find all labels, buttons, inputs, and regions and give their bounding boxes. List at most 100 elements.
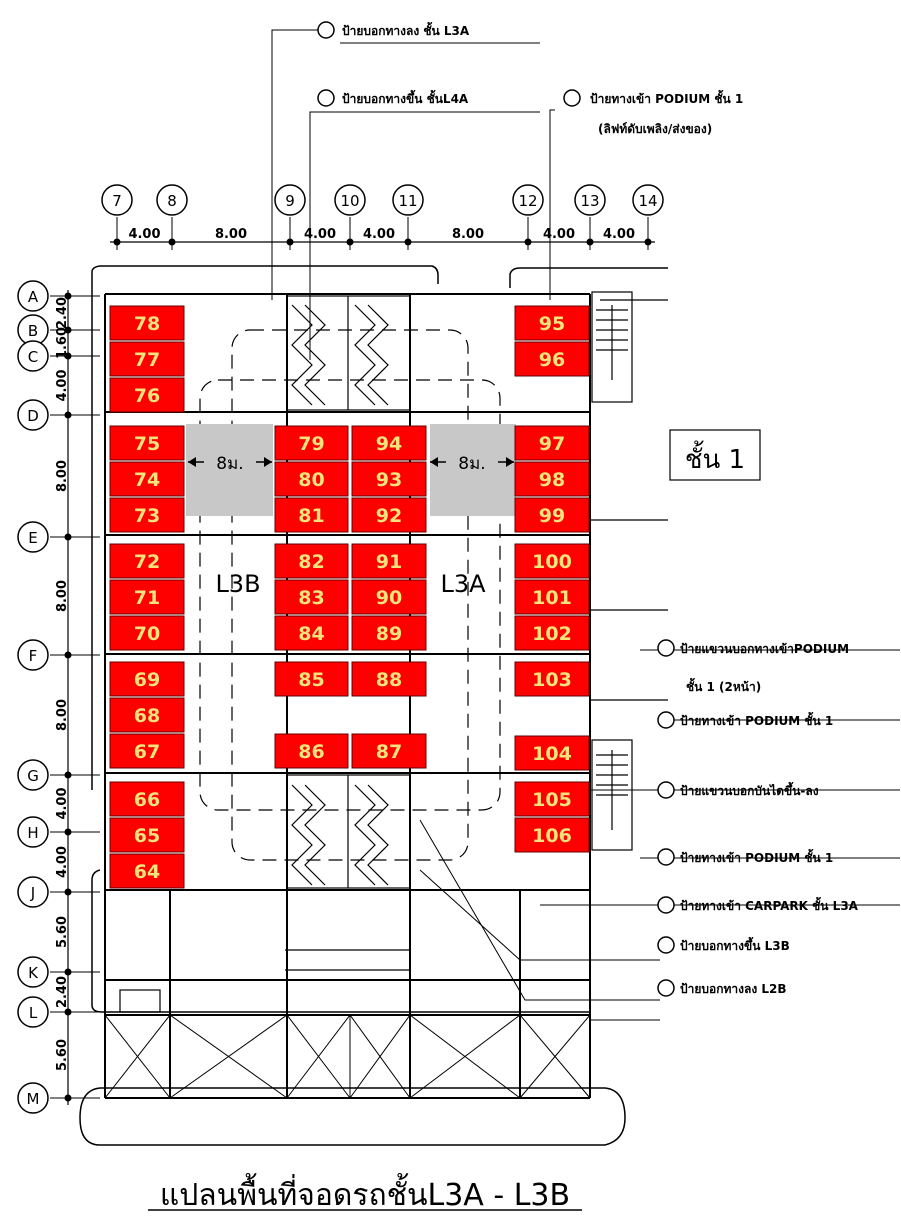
parking-slot-number: 68	[134, 705, 160, 727]
row-dimension: 4.00	[55, 369, 70, 401]
parking-slot-number: 97	[539, 433, 565, 455]
row-bubble	[17, 1082, 49, 1114]
parking-slot: 70	[109, 615, 185, 651]
parking-slot-number: 91	[376, 551, 402, 573]
parking-slot-number: 69	[134, 669, 160, 691]
row-label: E	[28, 529, 37, 547]
parking-slot: 103	[514, 661, 590, 697]
parking-slot-box	[109, 341, 185, 377]
parking-slot-number: 88	[376, 669, 402, 691]
parking-slot-box	[274, 543, 349, 579]
grid-node	[64, 888, 72, 896]
parking-slot-box	[274, 579, 349, 615]
row-bubble	[17, 521, 49, 553]
grid-node	[64, 326, 72, 334]
row-label: K	[28, 964, 39, 982]
grid-node	[586, 238, 594, 246]
parking-slot: 69	[109, 661, 185, 697]
parking-slot-box	[351, 425, 427, 461]
parking-slot: 87	[351, 733, 427, 769]
row-bubble	[17, 996, 49, 1028]
parking-slot-box	[109, 497, 185, 533]
row-label: C	[28, 348, 38, 366]
parking-slot: 95	[514, 305, 590, 341]
column-dimension: 8.00	[215, 227, 247, 242]
row-label: A	[28, 288, 39, 306]
note-top-1: ป้ายบอกทางลง ชั้น L3A	[342, 21, 470, 38]
column-dimension: 8.00	[452, 227, 484, 242]
parking-slot: 84	[274, 615, 349, 651]
parking-slot: 79	[274, 425, 349, 461]
parking-slot: 91	[351, 543, 427, 579]
parking-slot: 99	[514, 497, 590, 533]
row-dimension: 8.00	[55, 460, 70, 492]
parking-slot-box	[514, 461, 590, 497]
gap-label-right: 8ม.	[458, 454, 485, 474]
row-dimension: 4.00	[55, 787, 70, 819]
column-label: 12	[518, 192, 537, 210]
parking-slot-box	[109, 781, 185, 817]
parking-slot: 101	[514, 579, 590, 615]
parking-slot-box	[109, 305, 185, 341]
grid-node	[346, 238, 354, 246]
parking-slot-box	[514, 425, 590, 461]
row-dimension: 2.40	[55, 297, 70, 329]
parking-slot: 98	[514, 461, 590, 497]
parking-slot-number: 85	[298, 669, 324, 691]
grid-node	[64, 771, 72, 779]
row-dimension: 1.60	[55, 327, 70, 359]
note-right-4: ป้ายทางเข้า PODIUM ชั้น 1	[680, 848, 833, 865]
parking-slot-number: 92	[376, 505, 402, 527]
note-right-3: ป้ายแขวนบอกบันไดขึ้น-ลง	[680, 781, 819, 798]
row-bubble	[17, 816, 49, 848]
leader-lines	[271, 29, 900, 1021]
row-bubble	[17, 340, 49, 372]
parking-slot-number: 67	[134, 741, 160, 763]
row-bubble	[17, 399, 49, 431]
parking-slot-number: 98	[539, 469, 565, 491]
parking-slot-box	[514, 497, 590, 533]
parking-slot: 106	[514, 817, 590, 853]
parking-slot-box	[109, 733, 185, 769]
parking-slot: 66	[109, 781, 185, 817]
parking-slot-number: 89	[376, 623, 402, 645]
parking-slot-box	[274, 461, 349, 497]
parking-slot: 92	[351, 497, 427, 533]
parking-slot-box	[351, 461, 427, 497]
row-label: D	[27, 407, 39, 425]
parking-slot: 65	[109, 817, 185, 853]
parking-slot-box	[514, 579, 590, 615]
parking-slot-number: 106	[532, 825, 572, 847]
core-right	[119, 291, 668, 1013]
parking-slot-number: 77	[134, 349, 160, 371]
parking-slot-number: 100	[532, 551, 572, 573]
column-bubble	[156, 184, 188, 216]
parking-slot-box	[274, 497, 349, 533]
parking-slot-box	[109, 579, 185, 615]
grid-node	[64, 968, 72, 976]
note-top-2: ป้ายบอกทางขึ้น ชั้นL4A	[342, 89, 469, 106]
parking-slots: 7877767574737271706968676665647980818283…	[109, 305, 590, 889]
grid-node	[168, 238, 176, 246]
gap-dimension-right: 8ม.	[430, 452, 514, 474]
parking-slot-number: 105	[532, 789, 572, 811]
parking-slot-box	[109, 461, 185, 497]
parking-slot-box	[351, 543, 427, 579]
column-bubble	[392, 184, 424, 216]
note-right-6: ป้ายบอกทางขึ้น L3B	[680, 936, 790, 953]
parking-slot-number: 90	[376, 587, 402, 609]
parking-slot: 76	[109, 377, 185, 413]
parking-slot: 104	[514, 735, 590, 771]
parking-slot-box	[514, 781, 590, 817]
row-label: G	[27, 767, 39, 785]
parking-slot-number: 74	[134, 469, 160, 491]
parking-slot-number: 71	[134, 587, 160, 609]
parking-slot: 72	[109, 543, 185, 579]
zone-label-left: L3B	[215, 570, 260, 598]
drive-aisles	[199, 329, 501, 861]
parking-slot-box	[109, 661, 185, 697]
row-label: J	[30, 884, 35, 902]
column-dimension: 4.00	[363, 227, 395, 242]
column-dimension: 4.00	[603, 227, 635, 242]
grid-node	[64, 292, 72, 300]
